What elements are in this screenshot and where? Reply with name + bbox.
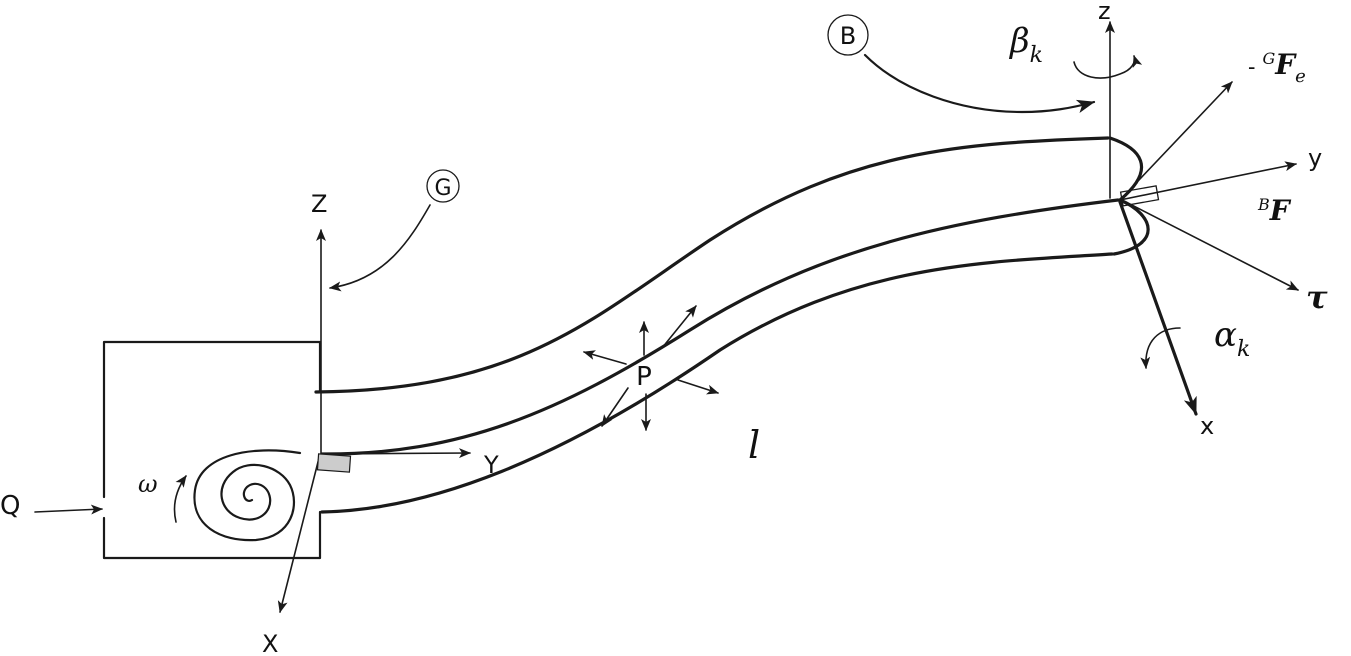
- pressure-arrows: [583, 305, 719, 431]
- flow-label: Q: [0, 491, 20, 521]
- global-origin-block: [316, 453, 352, 473]
- alpha-label: αk: [1214, 315, 1250, 362]
- base-box: [102, 340, 322, 560]
- global-y-label: Y: [483, 451, 499, 479]
- body-frame-circle: [827, 14, 869, 56]
- alpha-rotation-arrow: [1140, 327, 1181, 369]
- body-x-axis: [1118, 200, 1198, 416]
- tube-upper-wall: [314, 136, 1110, 394]
- external-force-arrow: [1119, 81, 1233, 201]
- body-frame-circle-label: B: [840, 22, 856, 50]
- tau-label: τ: [1306, 278, 1328, 316]
- tube-lower-wall: [320, 252, 1114, 514]
- tube-centerline: [320, 198, 1120, 456]
- external-force-label: - GFe: [1248, 48, 1306, 87]
- pressure-label: P: [636, 362, 652, 392]
- beta-label: βk: [1008, 21, 1043, 68]
- pump-spiral: [193, 449, 302, 542]
- omega-label: ω: [138, 470, 158, 498]
- global-x-label: X: [262, 630, 278, 656]
- global-frame-circle-label: G: [434, 176, 451, 201]
- global-x-axis: [277, 457, 320, 613]
- body-y-label: y: [1308, 144, 1322, 172]
- global-frame-pointer: [329, 204, 431, 292]
- global-y-axis: [321, 448, 471, 459]
- body-frame-pointer: [863, 53, 1096, 114]
- body-y-axis: [1119, 161, 1297, 201]
- flow-arrow: [34, 504, 103, 515]
- global-z-label: Z: [311, 190, 327, 218]
- beta-rotation-arrow: [1073, 55, 1143, 79]
- body-z-label: z: [1098, 0, 1111, 25]
- body-x-label: x: [1200, 412, 1214, 440]
- omega-arrow: [173, 475, 187, 523]
- right-angle-marker: [1119, 185, 1160, 207]
- length-label: l: [748, 423, 760, 467]
- tau-arrow: [1121, 199, 1299, 291]
- body-force-label: BF: [1257, 194, 1292, 227]
- global-frame-circle: [426, 169, 460, 203]
